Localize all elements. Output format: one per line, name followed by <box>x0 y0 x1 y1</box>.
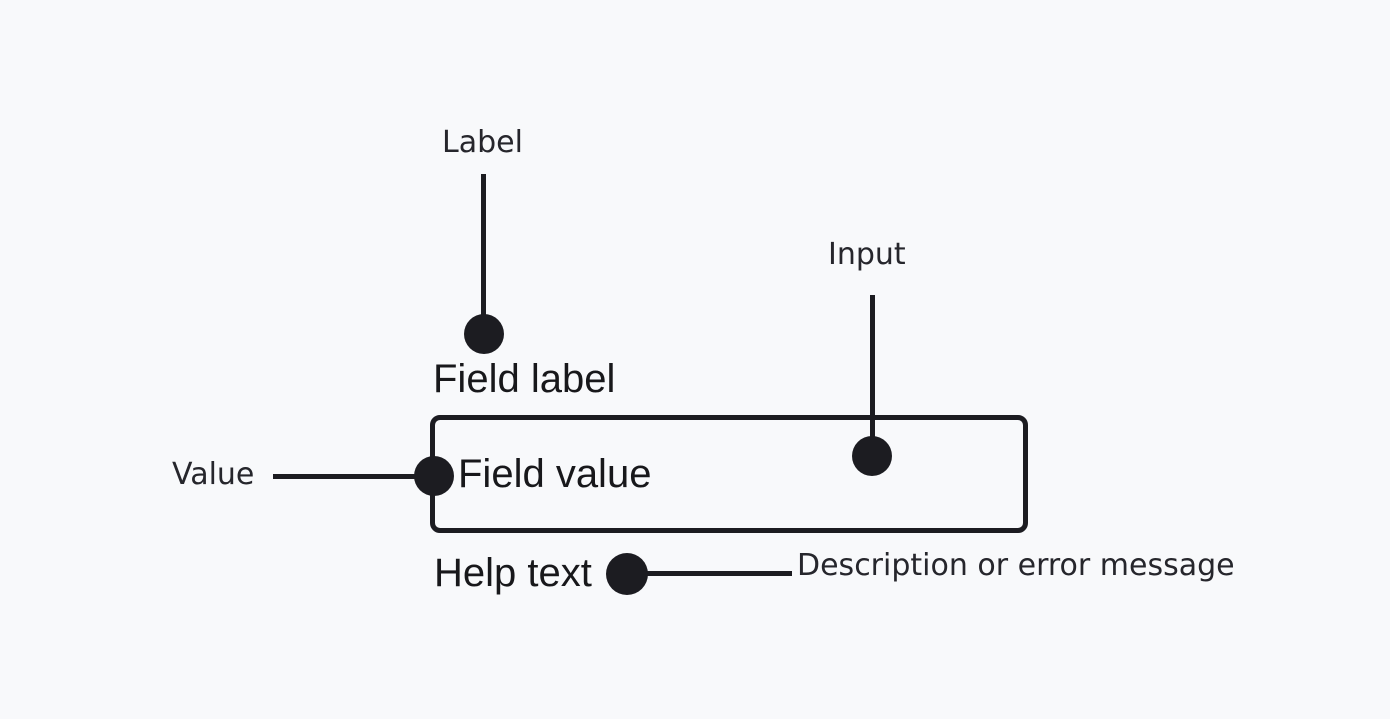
help-description-annotation: Description or error message <box>797 548 1235 583</box>
label-connector-line <box>481 174 486 315</box>
input-connector-dot <box>852 436 892 476</box>
label-annotation: Label <box>442 125 523 160</box>
help-connector-dot <box>606 553 648 595</box>
value-annotation: Value <box>172 457 255 492</box>
value-connector-line <box>273 474 435 479</box>
help-connector-line <box>645 571 792 576</box>
help-text: Help text <box>434 551 592 595</box>
input-annotation: Input <box>828 237 906 272</box>
field-value-text: Field value <box>458 452 652 496</box>
label-connector-dot <box>464 314 504 354</box>
value-connector-dot <box>414 456 454 496</box>
field-label: Field label <box>433 357 616 401</box>
input-connector-line <box>870 295 875 440</box>
